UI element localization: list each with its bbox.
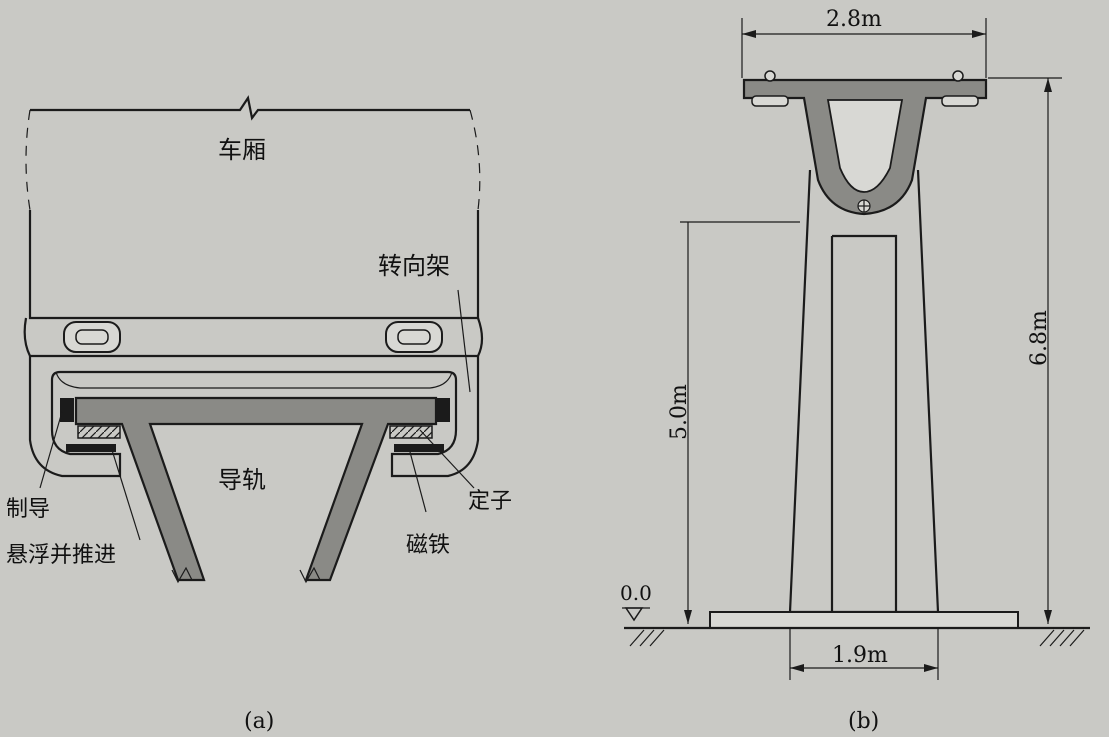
ground-level-marker: 0.0 <box>620 581 652 622</box>
pier-column <box>788 169 940 614</box>
label-car-body: 车厢 <box>218 136 266 164</box>
dim-base-width-label: 1.9m <box>832 643 888 668</box>
label-stator: 定子 <box>468 489 512 514</box>
panel-b: 2.8m <box>620 7 1090 734</box>
spring-right <box>385 321 443 353</box>
guideway <box>74 396 438 584</box>
magnets <box>60 398 450 452</box>
panel-a: 车厢 转向架 导轨 制导 悬浮并推进 定子 磁铁 (a) <box>6 95 512 734</box>
dim-top-width: 2.8m <box>741 7 987 78</box>
ground-level-label: 0.0 <box>620 581 652 605</box>
pier-footing <box>624 611 1090 647</box>
label-guidance: 制导 <box>6 497 50 522</box>
dim-column-height-label: 5.0m <box>667 384 692 440</box>
car-body <box>25 95 481 320</box>
spring-left <box>63 321 121 353</box>
dim-column-height: 5.0m <box>667 221 800 624</box>
rail-fixture-left <box>751 70 789 107</box>
dim-base-width: 1.9m <box>789 628 939 680</box>
box-girder <box>742 70 988 216</box>
label-bogie: 转向架 <box>378 252 450 280</box>
dim-total-height: 6.8m <box>988 77 1062 624</box>
caption-a: (a) <box>244 709 274 734</box>
label-guideway: 导轨 <box>218 466 266 494</box>
leader-lines <box>39 289 475 541</box>
rail-fixture-right <box>941 70 979 107</box>
bogie <box>23 317 484 478</box>
caption-b: (b) <box>848 709 879 734</box>
label-magnet: 磁铁 <box>406 533 450 558</box>
dim-total-height-label: 6.8m <box>1027 310 1052 366</box>
dim-top-width-label: 2.8m <box>826 7 882 32</box>
label-levitation-propulsion: 悬浮并推进 <box>6 543 116 568</box>
